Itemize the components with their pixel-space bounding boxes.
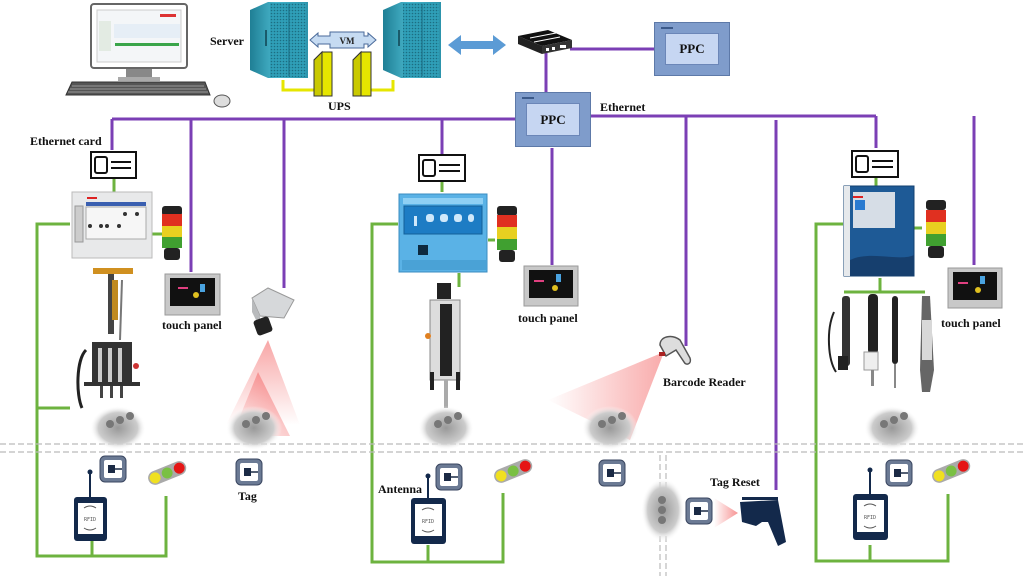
traffic-light-2-icon — [494, 459, 533, 483]
controller-2-icon[interactable] — [398, 193, 488, 273]
server-switch-link-arrow — [448, 35, 506, 55]
engine-block-icon — [226, 406, 282, 450]
engine-block-icon — [582, 406, 638, 450]
workstation-computer-icon[interactable] — [65, 3, 231, 108]
vm-migration-arrow: VM — [309, 31, 377, 49]
engine-block-icon — [90, 406, 146, 450]
rfid-antenna-3-icon[interactable]: RFID — [853, 467, 888, 541]
rfid-tag-icon[interactable] — [598, 459, 626, 487]
ups-label: UPS — [328, 99, 351, 113]
ethernet-network — [110, 47, 976, 490]
ppc-main-label: PPC — [526, 103, 580, 136]
barcode-reader-label: Barcode Reader — [663, 375, 746, 389]
ups-2-icon[interactable] — [352, 50, 372, 97]
stack-light-1-icon — [162, 206, 182, 260]
engine-block-icon — [864, 406, 920, 450]
server-2-icon[interactable] — [383, 2, 441, 78]
touch-panel-3-label: touch panel — [941, 316, 1001, 330]
server-label: Server — [210, 34, 245, 48]
ppc-top-label: PPC — [665, 33, 719, 65]
rfid-label: RFID — [422, 519, 434, 525]
vm-label: VM — [340, 36, 355, 46]
traffic-light-3-icon — [932, 459, 971, 483]
ppc-indicator — [661, 27, 673, 29]
rfid-tag-icon[interactable] — [235, 458, 263, 486]
fieldbus-wiring — [35, 178, 950, 564]
ethernet-card-label: Ethernet card — [30, 134, 102, 148]
ethernet-card-3-icon[interactable] — [851, 150, 899, 178]
tag-reset-label: Tag Reset — [710, 475, 760, 489]
conveyor-track — [0, 443, 1024, 576]
ppc-top[interactable]: PPC — [654, 22, 730, 76]
barcode-reader-icon[interactable] — [659, 335, 692, 365]
touch-panel-3-icon[interactable] — [947, 267, 1003, 309]
engine-block-icon — [641, 478, 685, 542]
tag-label: Tag — [238, 489, 257, 503]
stack-light-2-icon — [497, 206, 517, 262]
controller-rack-1-icon[interactable] — [71, 191, 153, 259]
rfid-label: RFID — [84, 517, 96, 523]
ppc-indicator — [522, 97, 534, 99]
ups-1-icon[interactable] — [281, 50, 395, 97]
rfid-tag-icon[interactable] — [885, 459, 913, 487]
touch-panel-2-icon[interactable] — [523, 265, 579, 307]
touch-panel-1-icon[interactable] — [164, 273, 221, 316]
barcode-beam — [548, 352, 664, 440]
ppc-main[interactable]: PPC — [515, 92, 591, 147]
ethernet-card-2-icon[interactable] — [418, 154, 466, 182]
stack-light-3-icon — [926, 200, 946, 258]
antenna-label: Antenna — [378, 482, 422, 496]
rfid-tag-icon[interactable] — [685, 497, 713, 525]
engine-blocks — [90, 406, 920, 542]
engine-block-icon — [418, 406, 474, 450]
tag-reset-beam — [714, 498, 738, 528]
rfid-tag-icon[interactable] — [99, 455, 127, 483]
ethernet-card-1-icon[interactable] — [90, 151, 137, 179]
touch-panel-2-label: touch panel — [518, 311, 578, 325]
network-switch-icon[interactable] — [518, 30, 572, 54]
rfid-label: RFID — [864, 515, 876, 521]
rfid-antenna-2-icon[interactable]: RFID — [411, 473, 446, 545]
tag-reset-handheld-reader-icon[interactable] — [740, 497, 786, 546]
ethernet-label: Ethernet — [600, 100, 645, 114]
traffic-light-1-icon — [148, 461, 187, 485]
rfid-tags — [99, 455, 913, 525]
touch-panel-1-label: touch panel — [162, 318, 222, 332]
spindle-nutrunner-icon[interactable] — [425, 283, 461, 408]
handheld-screwdrivers-icon[interactable] — [827, 294, 934, 392]
multi-spindle-nutrunner-icon[interactable] — [76, 268, 140, 409]
server-1-icon[interactable] — [250, 2, 308, 78]
rfid-antenna-1-icon[interactable]: RFID — [74, 469, 107, 542]
rfid-tag-icon[interactable] — [435, 463, 463, 491]
camera-beam-cone — [226, 340, 300, 425]
controller-3-icon[interactable] — [843, 185, 915, 277]
